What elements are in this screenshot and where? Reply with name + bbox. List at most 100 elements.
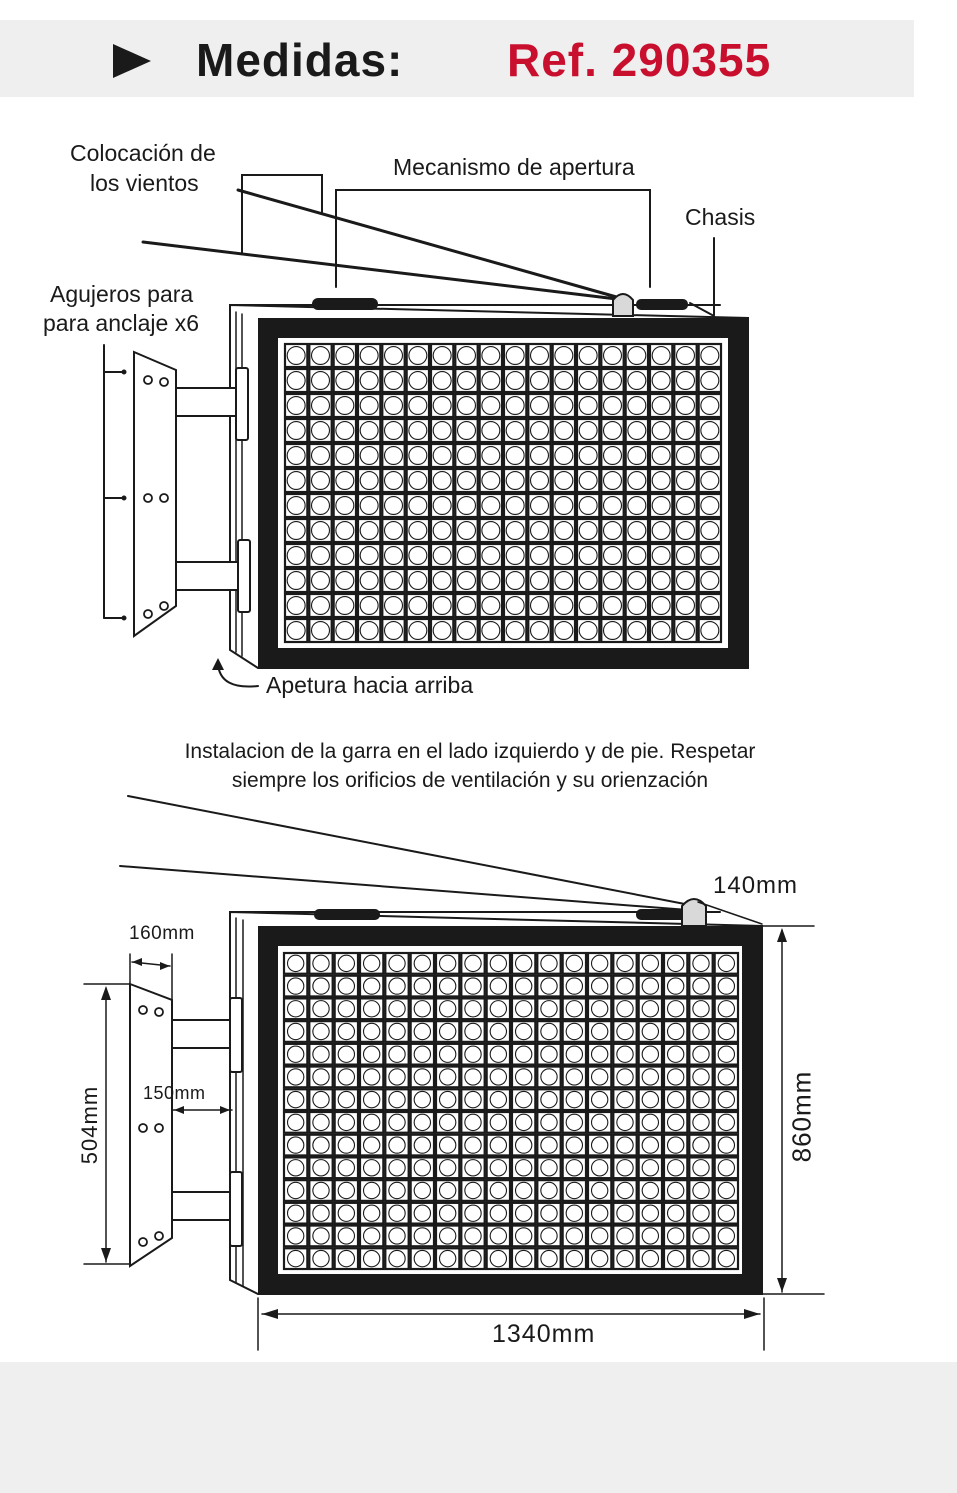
led-lens [408, 570, 428, 591]
led-lens [413, 1068, 432, 1086]
led-lens [675, 470, 696, 491]
led-lens [627, 420, 647, 441]
led-lens [505, 570, 525, 591]
led-lens [666, 1249, 685, 1268]
led-lens [489, 1159, 508, 1177]
led-lens [359, 620, 379, 641]
led-lens [310, 520, 331, 541]
led-lens [464, 977, 482, 995]
led-lens [337, 1113, 356, 1132]
led-lens [514, 1022, 533, 1041]
led-lens [388, 1204, 406, 1222]
play-triangle-icon [113, 44, 151, 78]
led-lens [337, 954, 356, 973]
led-lens [641, 1136, 660, 1154]
dim-height: 860mm [786, 1070, 817, 1163]
led-lens [408, 495, 428, 516]
led-lens [388, 977, 406, 995]
led-lens [489, 977, 508, 995]
led-lens [700, 445, 720, 466]
led-lens [310, 395, 331, 416]
led-lens [602, 445, 623, 466]
led-lens [590, 1045, 609, 1063]
led-lens [675, 395, 696, 416]
led-lens [651, 595, 671, 616]
led-lens [362, 1181, 381, 1200]
led-lens [540, 1045, 558, 1063]
led-lens [514, 1181, 533, 1200]
led-lens [432, 420, 452, 441]
led-lens [565, 1181, 584, 1200]
led-lens [578, 545, 598, 566]
led-lens [540, 1159, 558, 1177]
led-lens [616, 977, 634, 995]
led-lens [700, 420, 720, 441]
led-lens [464, 1090, 482, 1109]
led-lens [565, 1022, 584, 1041]
led-lens [408, 370, 428, 391]
led-lens [675, 495, 696, 516]
led-lens [529, 495, 550, 516]
led-lens [413, 954, 432, 973]
led-lens [540, 1022, 558, 1041]
led-lens [438, 1249, 457, 1268]
led-lens [388, 1068, 406, 1086]
led-lens [286, 1090, 305, 1109]
led-lens [489, 1090, 508, 1109]
led-lens [514, 1227, 533, 1245]
led-lens [362, 1136, 381, 1154]
led-lens [554, 495, 574, 516]
led-lens [464, 1204, 482, 1222]
led-lens [438, 1022, 457, 1041]
led-lens [489, 1249, 508, 1268]
led-lens [651, 520, 671, 541]
led-lens [438, 954, 457, 973]
led-lens [616, 1227, 634, 1245]
led-lens [286, 595, 306, 616]
led-lens [489, 1000, 508, 1018]
led-lens [717, 1249, 736, 1268]
led-lens [540, 1136, 558, 1154]
led-lens [666, 1181, 685, 1200]
led-lens [616, 954, 634, 973]
led-lens [286, 445, 306, 466]
led-lens [505, 370, 525, 391]
led-lens [554, 570, 574, 591]
led-lens [505, 495, 525, 516]
led-lens [602, 570, 623, 591]
led-lens [337, 1045, 356, 1063]
led-lens [540, 1113, 558, 1132]
led-lens [578, 370, 598, 391]
led-lens [335, 370, 355, 391]
led-lens [359, 520, 379, 541]
led-lens [627, 520, 647, 541]
led-lens [286, 395, 306, 416]
led-lens [359, 495, 379, 516]
led-lens [666, 1136, 685, 1154]
header-bar [0, 20, 914, 97]
led-lens [505, 395, 525, 416]
led-lens [388, 1181, 406, 1200]
led-lens [362, 977, 381, 995]
led-lens [700, 395, 720, 416]
led-lens [359, 445, 379, 466]
led-grid-bottom [282, 951, 740, 1271]
led-lens [286, 1022, 305, 1041]
led-lens [529, 520, 550, 541]
led-lens [413, 1249, 432, 1268]
led-lens [675, 445, 696, 466]
led-lens [383, 570, 404, 591]
led-lens [651, 370, 671, 391]
led-lens [359, 420, 379, 441]
led-lens [540, 1204, 558, 1222]
led-lens [383, 520, 404, 541]
led-lens [616, 1090, 634, 1109]
led-lens [666, 1159, 685, 1177]
led-lens [286, 1181, 305, 1200]
led-lens [675, 570, 696, 591]
led-lens [337, 1136, 356, 1154]
led-lens [456, 420, 477, 441]
led-lens [489, 1045, 508, 1063]
led-lens [408, 395, 428, 416]
